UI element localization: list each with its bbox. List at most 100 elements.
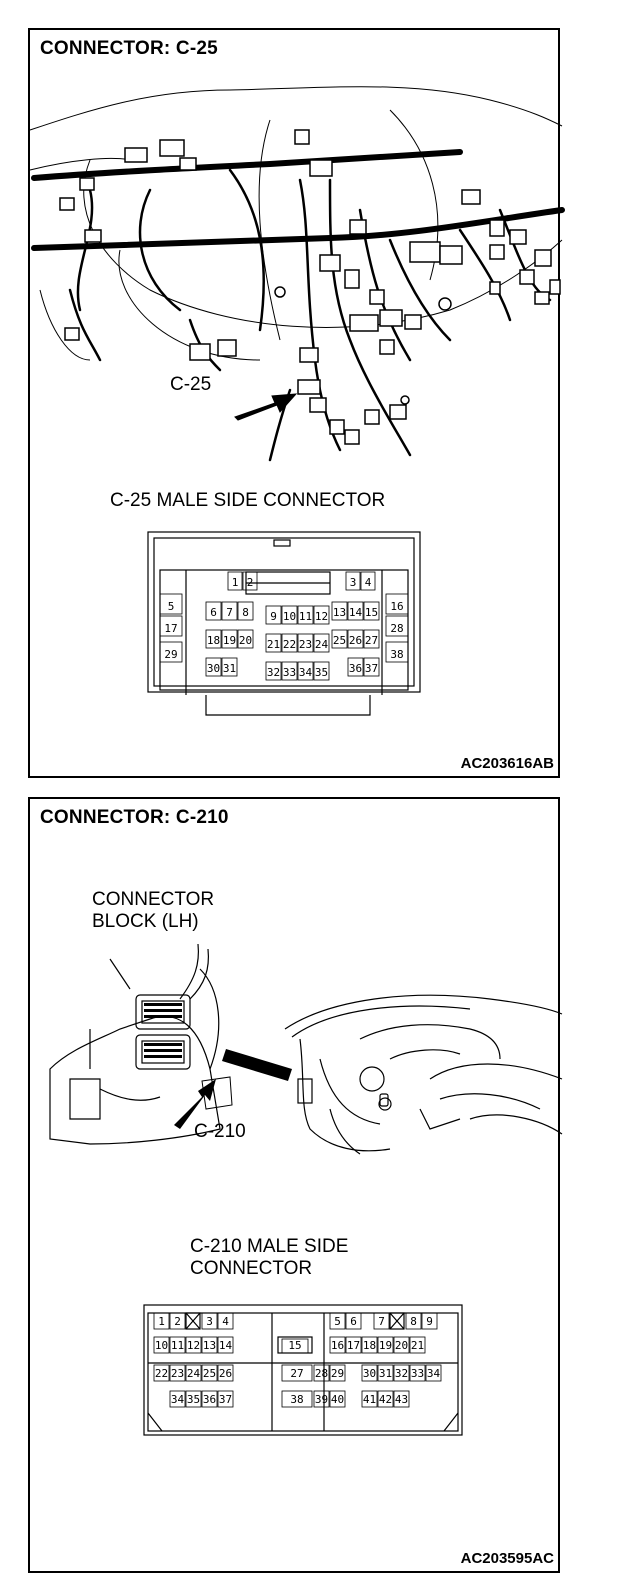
pin-number: 20 bbox=[239, 634, 252, 647]
figure-code: AC203616AB bbox=[460, 755, 554, 772]
pin-number: 34 bbox=[427, 1367, 441, 1380]
pin-cell bbox=[331, 629, 348, 649]
pin-number: 11 bbox=[171, 1339, 184, 1352]
pin-number: 36 bbox=[349, 662, 362, 675]
connector-block-label: CONNECTOR BLOCK (LH) bbox=[92, 889, 214, 933]
pin-number: 6 bbox=[350, 1315, 357, 1328]
pin-number: 35 bbox=[315, 666, 328, 679]
pin-number: 3 bbox=[206, 1315, 213, 1328]
pin-number: 15 bbox=[288, 1339, 301, 1352]
pin-cell bbox=[237, 601, 254, 621]
pin-cell bbox=[281, 1390, 313, 1408]
pin-number: 11 bbox=[299, 610, 312, 623]
pin-cell bbox=[205, 601, 222, 621]
pin-cell bbox=[227, 571, 243, 591]
pin-number: 8 bbox=[410, 1315, 417, 1328]
pin-number: 23 bbox=[171, 1367, 184, 1380]
pin-cell bbox=[281, 1338, 309, 1354]
pin-number: 37 bbox=[219, 1393, 232, 1406]
pin-cell bbox=[329, 1312, 346, 1330]
pin-cell bbox=[329, 1364, 346, 1382]
pin-cell bbox=[185, 1390, 202, 1408]
pin-cell bbox=[221, 657, 238, 677]
pin-number: 34 bbox=[299, 666, 313, 679]
pin-cell bbox=[385, 641, 409, 663]
pin-cell bbox=[360, 571, 376, 591]
pin-cell bbox=[217, 1390, 234, 1408]
connector-c25-panel: CONNECTOR: C-25 bbox=[28, 28, 565, 778]
pin-cell bbox=[169, 1336, 186, 1354]
pin-number: 19 bbox=[223, 634, 236, 647]
pin-cell bbox=[313, 633, 330, 653]
pin-cell bbox=[425, 1364, 442, 1382]
pin-cell bbox=[242, 571, 258, 591]
pin-cell bbox=[347, 629, 364, 649]
pin-number: 12 bbox=[315, 610, 328, 623]
pin-cell bbox=[169, 1364, 186, 1382]
pin-cell bbox=[159, 615, 183, 637]
pin-number: 12 bbox=[187, 1339, 200, 1352]
pin-cell bbox=[169, 1390, 186, 1408]
pin-number: 31 bbox=[223, 662, 236, 675]
pin-number: 28 bbox=[390, 622, 403, 635]
pin-cell bbox=[313, 1390, 330, 1408]
pin-cell bbox=[185, 1364, 202, 1382]
pin-cell bbox=[153, 1312, 170, 1330]
pin-number: 22 bbox=[283, 638, 296, 651]
panel-title: CONNECTOR: C-25 bbox=[40, 38, 218, 59]
pin-cell bbox=[361, 1364, 378, 1382]
pin-number: 15 bbox=[365, 606, 378, 619]
pin-cell bbox=[409, 1364, 426, 1382]
pin-number: 4 bbox=[365, 576, 372, 589]
pin-number: 7 bbox=[226, 606, 233, 619]
pin-cell bbox=[297, 633, 314, 653]
pin-cell bbox=[169, 1312, 186, 1330]
pin-cell bbox=[409, 1336, 426, 1354]
pin-cell bbox=[329, 1390, 346, 1408]
pin-cell bbox=[205, 629, 222, 649]
pin-cell bbox=[421, 1312, 438, 1330]
pin-cell bbox=[281, 605, 298, 625]
pin-cell bbox=[297, 605, 314, 625]
pin-cell bbox=[363, 629, 380, 649]
pin-number: 30 bbox=[207, 662, 220, 675]
pin-number: 43 bbox=[395, 1393, 408, 1406]
pin-number: 2 bbox=[247, 576, 254, 589]
connector-c210-panel: CONNECTOR: C-210 CONNECTOR BLOCK (LH) bbox=[28, 797, 563, 1573]
pin-number: 3 bbox=[350, 576, 357, 589]
pin-cell bbox=[297, 661, 314, 681]
pin-number: 18 bbox=[363, 1339, 376, 1352]
pin-number: 41 bbox=[363, 1393, 376, 1406]
pin-cell bbox=[153, 1336, 170, 1354]
c25-pointer-arrow bbox=[234, 393, 298, 421]
c25-callout-label: C-25 bbox=[170, 374, 212, 395]
pin-cell bbox=[385, 593, 409, 615]
pin-cell bbox=[363, 601, 380, 621]
pin-number: 16 bbox=[390, 600, 403, 613]
pin-cell bbox=[217, 1312, 234, 1330]
pin-cell bbox=[237, 629, 254, 649]
pin-cell bbox=[265, 605, 282, 625]
pin-cell bbox=[373, 1312, 390, 1330]
pin-number: 5 bbox=[168, 600, 175, 613]
pin-number: 19 bbox=[379, 1339, 392, 1352]
pin-number: 4 bbox=[222, 1315, 229, 1328]
pin-cell bbox=[153, 1364, 170, 1382]
pin-number: 6 bbox=[210, 606, 217, 619]
pin-cell bbox=[281, 633, 298, 653]
pin-number: 29 bbox=[164, 648, 177, 661]
pin-cell bbox=[159, 593, 183, 615]
pin-cell bbox=[363, 657, 380, 677]
pin-number: 16 bbox=[331, 1339, 344, 1352]
pin-number: 21 bbox=[411, 1339, 424, 1352]
pin-number: 42 bbox=[379, 1393, 392, 1406]
connector-block-illustration bbox=[49, 943, 563, 1155]
pin-number: 25 bbox=[203, 1367, 216, 1380]
pin-cell bbox=[201, 1336, 218, 1354]
pin-number: 33 bbox=[411, 1367, 424, 1380]
pin-cell bbox=[361, 1336, 378, 1354]
c210-callout-label: C-210 bbox=[194, 1121, 246, 1142]
pin-cell bbox=[205, 657, 222, 677]
pin-cell bbox=[201, 1390, 218, 1408]
pin-number: 28 bbox=[315, 1367, 328, 1380]
